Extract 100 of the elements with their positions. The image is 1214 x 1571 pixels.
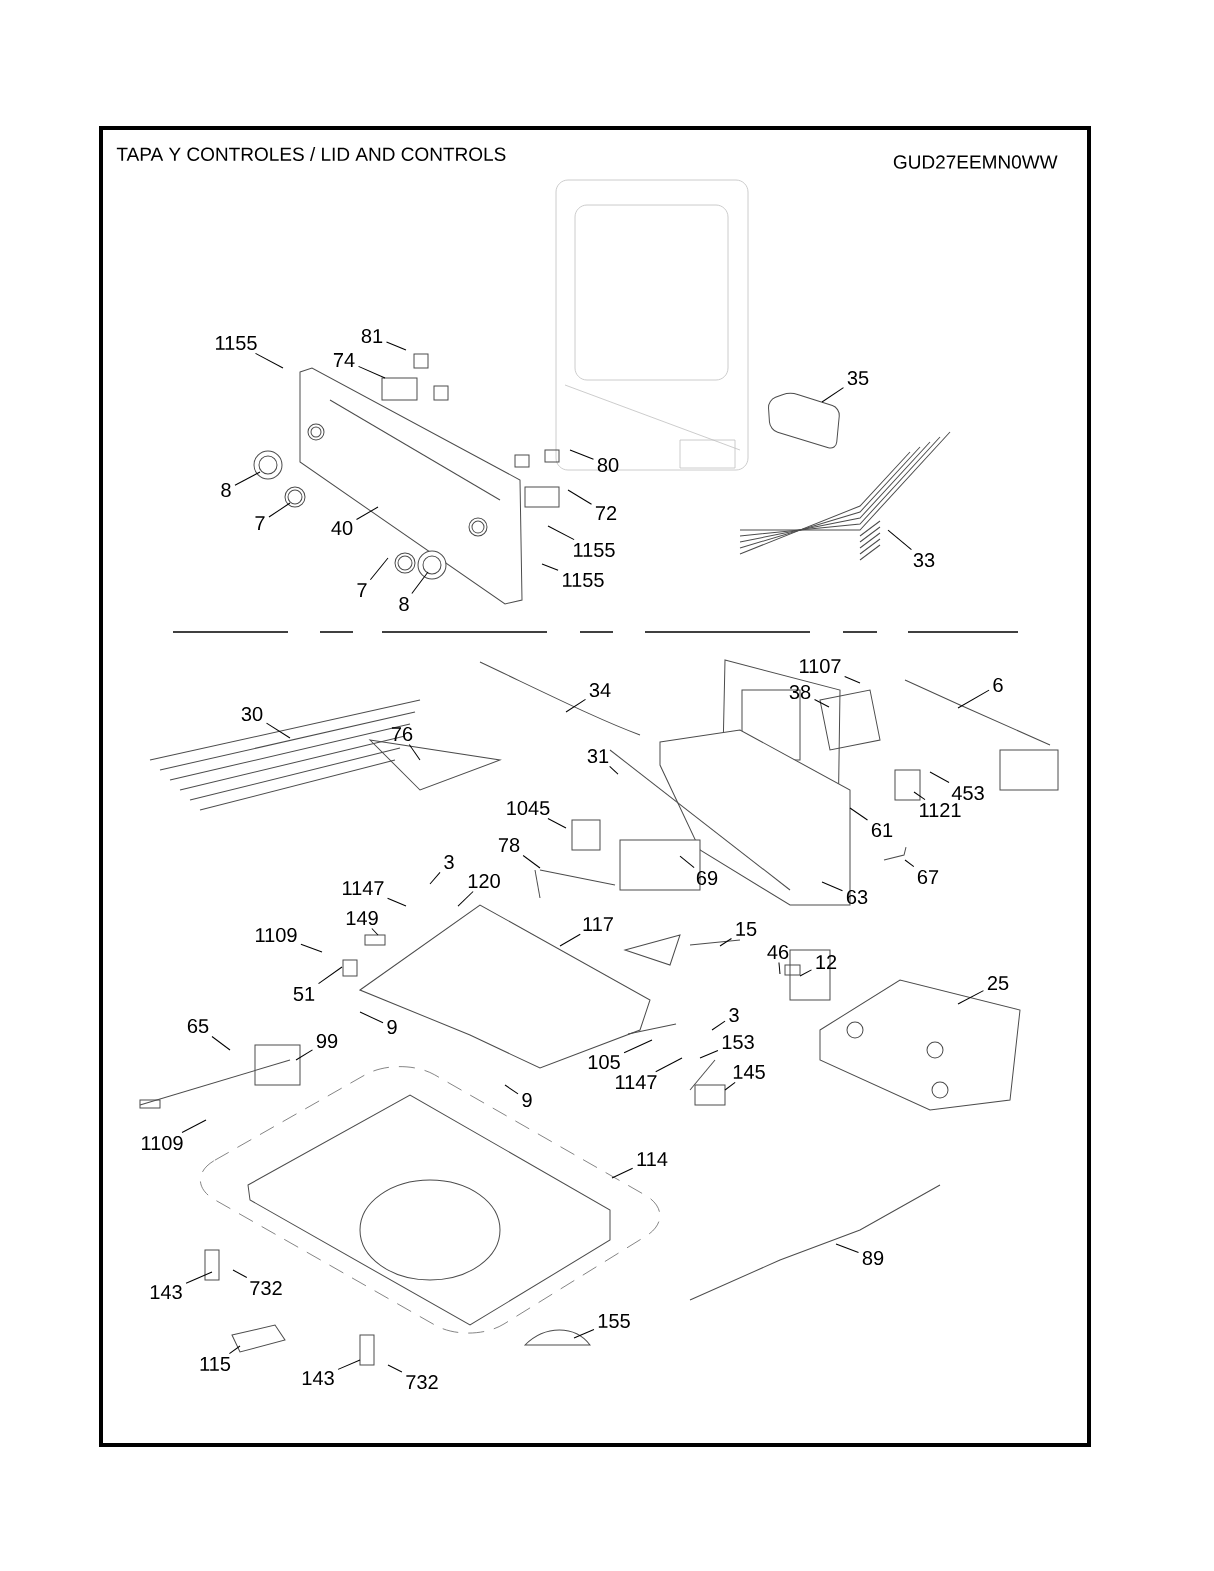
callout-number: 9 bbox=[522, 1092, 532, 1108]
callout-number: 40 bbox=[331, 520, 353, 536]
callout-number: 1147 bbox=[616, 1075, 657, 1089]
leader-line bbox=[300, 943, 323, 953]
callout-number: 732 bbox=[406, 1374, 438, 1390]
callout-number: 72 bbox=[595, 506, 617, 520]
callout-number: 1109 bbox=[256, 927, 297, 943]
leader-line bbox=[547, 525, 575, 541]
callout-number: 81 bbox=[361, 328, 383, 344]
leader-line bbox=[699, 1049, 719, 1059]
leader-line bbox=[565, 698, 586, 713]
callout-number: 74 bbox=[333, 353, 355, 367]
callout-number: 34 bbox=[589, 682, 611, 698]
leader-line bbox=[337, 1359, 361, 1370]
leader-line bbox=[369, 557, 389, 581]
callout-number: 76 bbox=[391, 726, 413, 742]
callout-number: 149 bbox=[346, 910, 378, 926]
leader-line bbox=[679, 855, 695, 869]
callout-number: 35 bbox=[847, 370, 869, 386]
callout-number: 7 bbox=[255, 516, 265, 530]
callout-number: 1107 bbox=[800, 658, 841, 674]
callout-number: 120 bbox=[468, 873, 500, 889]
callout-number: 63 bbox=[846, 889, 868, 905]
leader-line bbox=[835, 1243, 859, 1253]
leader-line bbox=[849, 807, 868, 821]
leader-line bbox=[821, 881, 843, 892]
callout-number: 51 bbox=[293, 987, 315, 1001]
callout-number: 15 bbox=[736, 922, 757, 936]
leader-line bbox=[821, 387, 844, 403]
leader-line bbox=[268, 502, 291, 518]
callout-number: 732 bbox=[250, 1280, 282, 1296]
leader-line bbox=[887, 529, 912, 551]
callout-number: 143 bbox=[302, 1370, 334, 1386]
callout-number: 1109 bbox=[142, 1135, 183, 1151]
callout-number: 3 bbox=[444, 854, 454, 870]
callout-number: 117 bbox=[583, 917, 613, 931]
leader-line bbox=[318, 966, 343, 985]
leader-line bbox=[573, 1329, 595, 1339]
leader-line bbox=[611, 1167, 634, 1179]
leader-line bbox=[387, 1364, 403, 1373]
leader-line bbox=[814, 699, 830, 708]
callout-number: 33 bbox=[913, 552, 935, 568]
callout-number: 1155 bbox=[563, 573, 604, 587]
callout-number: 25 bbox=[987, 975, 1009, 991]
leader-line bbox=[559, 933, 581, 947]
leader-line bbox=[228, 1345, 241, 1355]
leader-line bbox=[185, 1271, 213, 1284]
callout-number: 46 bbox=[767, 944, 789, 960]
callout-number: 89 bbox=[862, 1250, 884, 1266]
callout-number: 1045 bbox=[507, 800, 550, 816]
leader-line bbox=[429, 871, 441, 885]
leader-line bbox=[569, 449, 594, 460]
leader-line bbox=[844, 676, 861, 684]
leader-line bbox=[255, 352, 284, 369]
callout-number: 115 bbox=[200, 1357, 231, 1371]
leader-line bbox=[547, 818, 567, 829]
leader-line bbox=[386, 341, 407, 351]
leader-line bbox=[778, 962, 781, 975]
leader-line bbox=[913, 791, 926, 801]
callout-number: 61 bbox=[871, 822, 893, 838]
callout-number: 99 bbox=[316, 1033, 338, 1049]
leader-line bbox=[358, 365, 386, 379]
callout-number: 8 bbox=[399, 596, 409, 612]
leader-line bbox=[904, 859, 915, 868]
callout-number: 143 bbox=[150, 1284, 182, 1300]
leader-line bbox=[567, 489, 592, 505]
callout-number: 155 bbox=[598, 1314, 630, 1328]
callout-number: 80 bbox=[597, 457, 619, 473]
leader-line bbox=[655, 1057, 683, 1073]
leader-line bbox=[719, 938, 732, 947]
callout-number: 1147 bbox=[343, 881, 384, 895]
callout-number: 8 bbox=[221, 482, 231, 498]
title: TAPA Y CONTROLES / LID AND CONTROLS bbox=[116, 147, 506, 161]
leader-line bbox=[411, 571, 429, 595]
callout-number: 38 bbox=[789, 684, 811, 700]
callout-number: 7 bbox=[357, 583, 367, 597]
leader-line bbox=[457, 891, 474, 907]
leader-line bbox=[211, 1036, 231, 1051]
leader-line bbox=[724, 1081, 736, 1091]
callout-number: 153 bbox=[722, 1034, 754, 1050]
callout-number: 12 bbox=[816, 955, 837, 969]
callout-number: 3 bbox=[729, 1007, 739, 1023]
callout-number: 114 bbox=[637, 1152, 668, 1166]
leader-line bbox=[359, 1011, 384, 1024]
callout-number: 65 bbox=[187, 1018, 209, 1034]
leader-line bbox=[957, 689, 990, 709]
callout-number: 1121 bbox=[920, 803, 961, 817]
callout-number: 1155 bbox=[574, 543, 615, 557]
leader-line bbox=[266, 722, 291, 739]
model-number: GUD27EEMN0WW bbox=[893, 155, 1058, 169]
leader-line bbox=[232, 1269, 248, 1279]
leader-line bbox=[711, 1020, 726, 1031]
callout-number: 69 bbox=[696, 870, 718, 886]
leader-line bbox=[609, 766, 619, 775]
callout-number: 105 bbox=[588, 1054, 620, 1070]
callout-number: 1155 bbox=[216, 336, 257, 350]
leader-line bbox=[522, 855, 541, 869]
leader-line bbox=[408, 744, 421, 761]
leader-line bbox=[929, 771, 950, 784]
callout-number: 67 bbox=[917, 869, 939, 885]
